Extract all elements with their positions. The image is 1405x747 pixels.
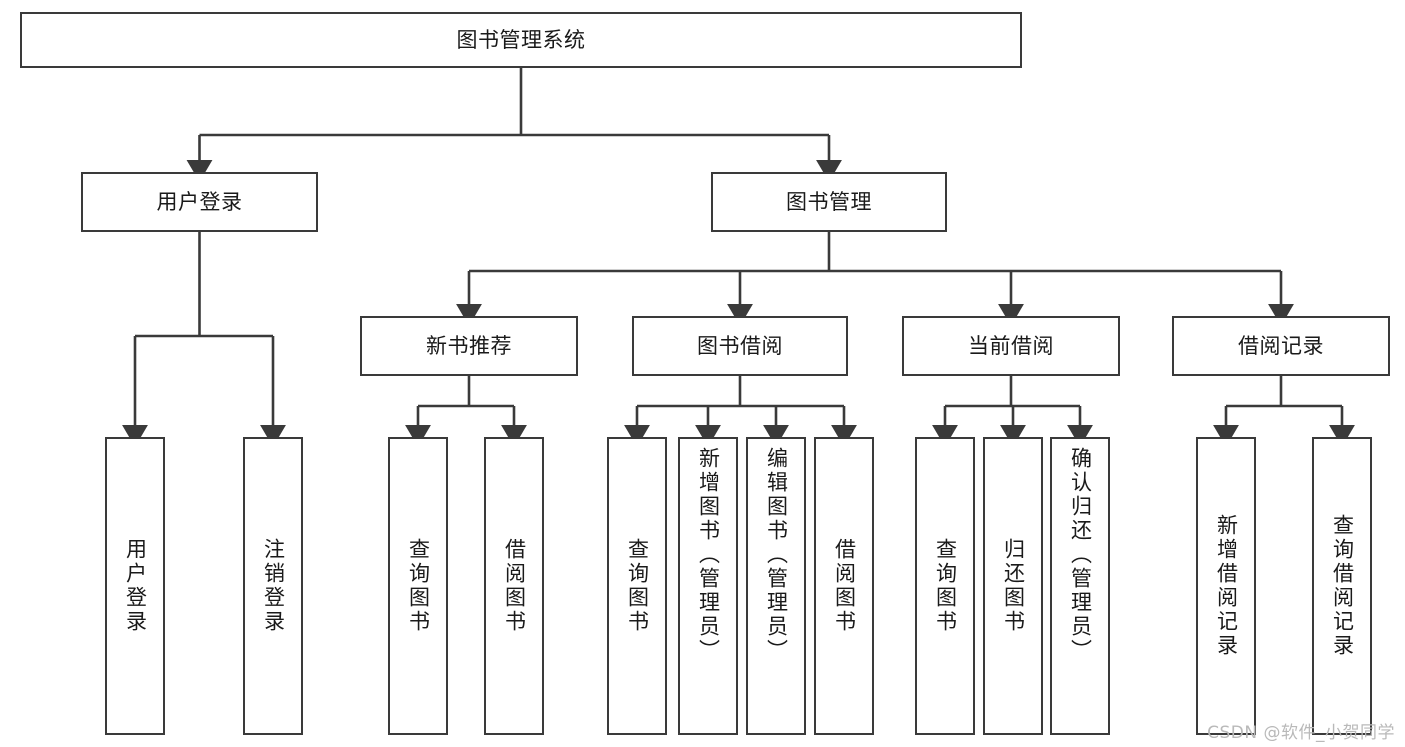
node-user-login[interactable]: 用户登录: [81, 172, 318, 232]
node-leaf-user-login[interactable]: 用户登录: [105, 437, 165, 735]
node-leaf-add-book[interactable]: 新增图书（管理员）: [678, 437, 738, 735]
node-label: 确认归还（管理员）: [1068, 447, 1093, 663]
node-label: 查询图书: [933, 538, 958, 634]
watermark-text: CSDN @软件_小贺同学: [1207, 723, 1395, 743]
node-borrow-record[interactable]: 借阅记录: [1172, 316, 1390, 376]
node-label: 注销登录: [261, 538, 286, 634]
node-label: 借阅图书: [502, 538, 527, 634]
node-leaf-query-book-1[interactable]: 查询图书: [388, 437, 448, 735]
node-label: 编辑图书（管理员）: [764, 447, 789, 663]
node-label: 查询图书: [406, 538, 431, 634]
node-book-borrow[interactable]: 图书借阅: [632, 316, 848, 376]
node-label: 归还图书: [1001, 538, 1026, 634]
node-label: 借阅图书: [832, 538, 857, 634]
node-leaf-return-book[interactable]: 归还图书: [983, 437, 1043, 735]
node-label: 图书管理系统: [456, 27, 586, 52]
node-root[interactable]: 图书管理系统: [20, 12, 1022, 68]
node-leaf-query-record[interactable]: 查询借阅记录: [1312, 437, 1372, 735]
node-leaf-logout[interactable]: 注销登录: [243, 437, 303, 735]
node-leaf-query-book-3[interactable]: 查询图书: [915, 437, 975, 735]
node-leaf-borrow-book-2[interactable]: 借阅图书: [814, 437, 874, 735]
node-label: 用户登录: [123, 538, 148, 634]
node-label: 图书管理: [786, 189, 872, 214]
node-leaf-confirm-return[interactable]: 确认归还（管理员）: [1050, 437, 1110, 735]
node-label: 用户登录: [156, 189, 243, 214]
node-label: 当前借阅: [968, 333, 1054, 358]
node-leaf-add-record[interactable]: 新增借阅记录: [1196, 437, 1256, 735]
node-label: 新书推荐: [426, 333, 512, 358]
node-leaf-query-book-2[interactable]: 查询图书: [607, 437, 667, 735]
node-new-book-recommend[interactable]: 新书推荐: [360, 316, 578, 376]
node-label: 借阅记录: [1238, 333, 1324, 358]
node-leaf-edit-book[interactable]: 编辑图书（管理员）: [746, 437, 806, 735]
node-book-management[interactable]: 图书管理: [711, 172, 947, 232]
node-label: 查询图书: [625, 538, 650, 634]
node-label: 新增图书（管理员）: [696, 447, 721, 663]
node-label: 查询借阅记录: [1330, 514, 1355, 658]
node-leaf-borrow-book-1[interactable]: 借阅图书: [484, 437, 544, 735]
node-current-borrow[interactable]: 当前借阅: [902, 316, 1120, 376]
node-label: 图书借阅: [697, 333, 783, 358]
node-label: 新增借阅记录: [1214, 514, 1239, 658]
